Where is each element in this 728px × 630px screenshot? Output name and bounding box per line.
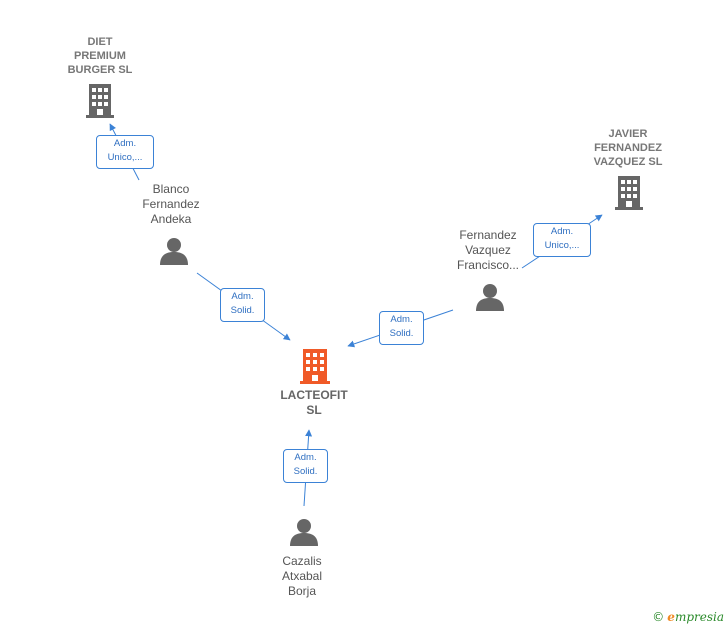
building-icon-lacteofit[interactable]: [300, 349, 330, 384]
empresia-watermark: ©empresia: [652, 610, 724, 624]
building-icon-javier[interactable]: [615, 176, 643, 210]
edge-label-blanco-lacteofit[interactable]: Adm. Solid.: [220, 288, 265, 322]
brand-name: mpresia: [674, 610, 724, 624]
company-label-lacteofit[interactable]: LACTEOFIT SL: [280, 388, 348, 417]
person-label-cazalis[interactable]: Cazalis Atxabal Borja: [281, 554, 323, 598]
edge-label-blanco-diet[interactable]: Adm. Unico,...: [96, 135, 154, 169]
building-icon-diet[interactable]: [86, 84, 114, 118]
edge-label-fernandez-lacteofit[interactable]: Adm. Solid.: [379, 311, 424, 345]
person-icon-blanco[interactable]: [160, 238, 188, 265]
person-label-blanco[interactable]: Blanco Fernandez Andeka: [142, 182, 200, 226]
copyright-symbol: ©: [652, 610, 665, 624]
person-icon-cazalis[interactable]: [290, 519, 318, 546]
company-label-diet[interactable]: DIET PREMIUM BURGER SL: [67, 36, 133, 76]
person-icon-fernandez[interactable]: [476, 284, 504, 311]
brand-initial: e: [667, 610, 675, 624]
person-label-fernandez[interactable]: Fernandez Vazquez Francisco...: [456, 228, 519, 272]
edge-label-fernandez-javier[interactable]: Adm. Unico,...: [533, 223, 591, 257]
edge-label-cazalis-lacteofit[interactable]: Adm. Solid.: [283, 449, 328, 483]
company-label-javier[interactable]: JAVIER FERNANDEZ VAZQUEZ SL: [593, 128, 663, 168]
